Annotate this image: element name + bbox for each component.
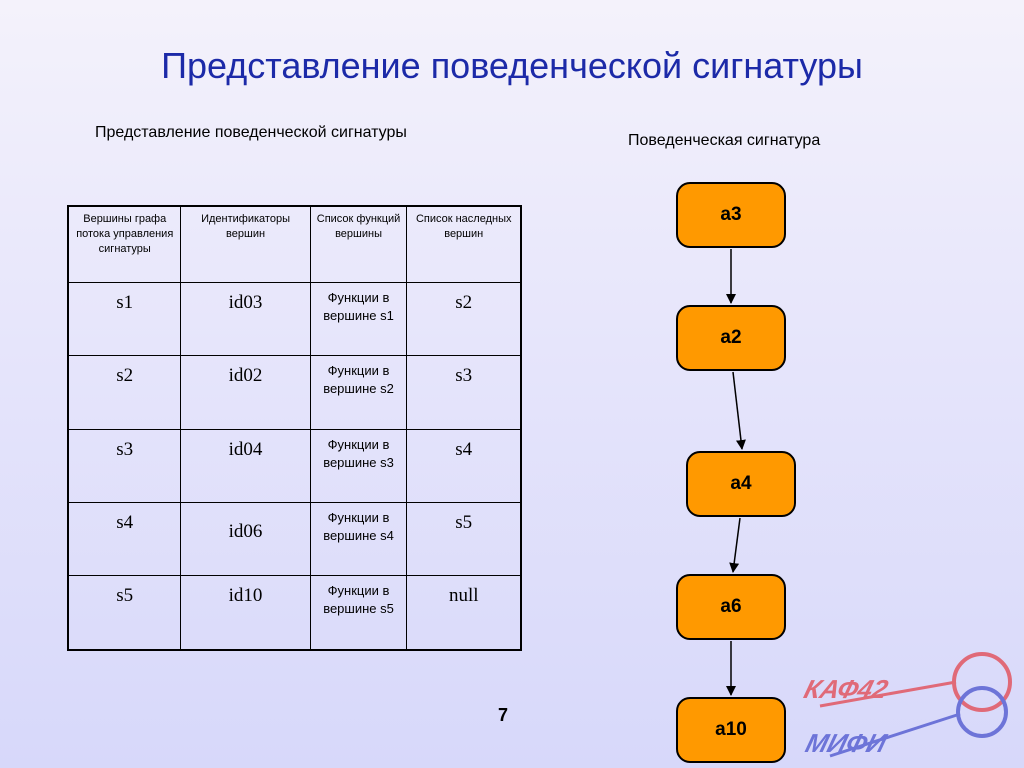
cell-functions: Функции в вершине s4: [309, 501, 408, 577]
cell-vertex: s5: [67, 575, 182, 651]
kaf42-mifi-logo: КАФ42 МИФИ: [801, 652, 1012, 758]
table-header-row: Вершины графа потока управления сигнатур…: [67, 205, 522, 283]
logo-text-top: КАФ42: [801, 674, 891, 703]
edge-a4-a6: [729, 517, 741, 573]
edge-a2-a4: [732, 371, 746, 450]
header-identifiers: Идентификаторы вершин: [180, 205, 311, 283]
cell-successors: s5: [406, 501, 522, 577]
graph-caption: Поведенческая сигнатура: [628, 132, 821, 149]
cell-functions: Функции в вершине s3: [309, 428, 408, 503]
logo-text-bottom: МИФИ: [802, 728, 890, 757]
header-successors: Список наследных вершин: [406, 205, 522, 283]
cell-functions: Функции в вершине s5: [309, 575, 408, 651]
signature-table: Вершины графа потока управления сигнатур…: [67, 205, 522, 651]
table-row: s5 id10 Функции в вершине s5 null: [67, 575, 522, 651]
table-row: s4 id06 Функции в вершине s4 s5: [67, 501, 522, 577]
table-row: s2 id02 Функции в вершине s2 s3: [67, 355, 522, 430]
cell-vertex: s2: [67, 355, 182, 430]
cell-functions: Функции в вершине s1: [309, 281, 408, 357]
node-a3: a3: [676, 182, 786, 248]
node-a4: a4: [686, 451, 796, 517]
cell-id: id06: [180, 501, 311, 577]
node-a2: a2: [676, 305, 786, 371]
header-vertices: Вершины графа потока управления сигнатур…: [67, 205, 182, 283]
node-a10: a10: [676, 697, 786, 763]
cell-successors: s3: [406, 355, 522, 430]
table-caption: Представление поведенческой сигнатуры: [95, 124, 407, 141]
cell-functions: Функции в вершине s2: [309, 355, 408, 430]
table-row: s3 id04 Функции в вершине s3 s4: [67, 428, 522, 503]
page-number: 7: [498, 705, 509, 725]
node-a6: a6: [676, 574, 786, 640]
cell-id: id10: [180, 575, 311, 651]
header-functions: Список функций вершины: [309, 205, 408, 283]
slide-title: Представление поведенческой сигнатуры: [161, 45, 863, 86]
cell-successors: null: [406, 575, 522, 651]
cell-vertex: s4: [67, 501, 182, 577]
